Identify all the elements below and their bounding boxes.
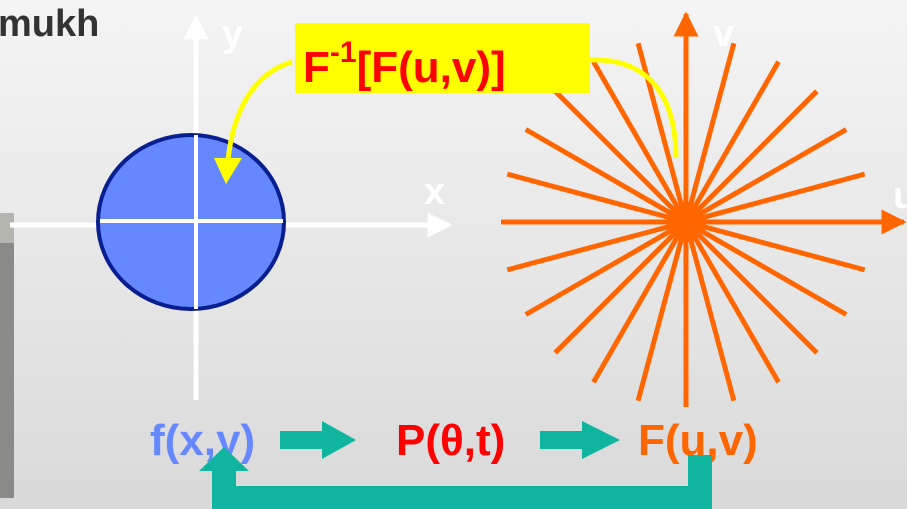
arrow-image-to-projection [280, 421, 356, 459]
image-function-label: f(x,y) [150, 416, 255, 465]
photo-strip [0, 213, 14, 498]
photo-strip-shade [0, 213, 14, 243]
inverse-arrow-head [214, 158, 242, 184]
axis-y-label: y [222, 13, 243, 55]
inverse-arrow [225, 57, 679, 161]
axis-u-label: u [893, 175, 907, 217]
axis-x-label: x [424, 171, 445, 213]
inverse-callout-box [295, 23, 590, 93]
inverse-callout-body: [F(u,v)] [357, 43, 506, 92]
projection-function-label: P(θ,t) [396, 416, 505, 465]
return-arrow-head [199, 447, 249, 471]
inverse-callout-superscript: -1 [330, 36, 357, 69]
inverse-callout-text: F-1[F(u,v)] [303, 36, 506, 92]
axis-v-label: v [713, 13, 734, 55]
inverse-callout-prefix: F [303, 43, 330, 92]
header-partial-name: mukh [0, 3, 99, 45]
arrow-projection-to-fourier [540, 421, 620, 459]
return-arrow [212, 455, 712, 509]
